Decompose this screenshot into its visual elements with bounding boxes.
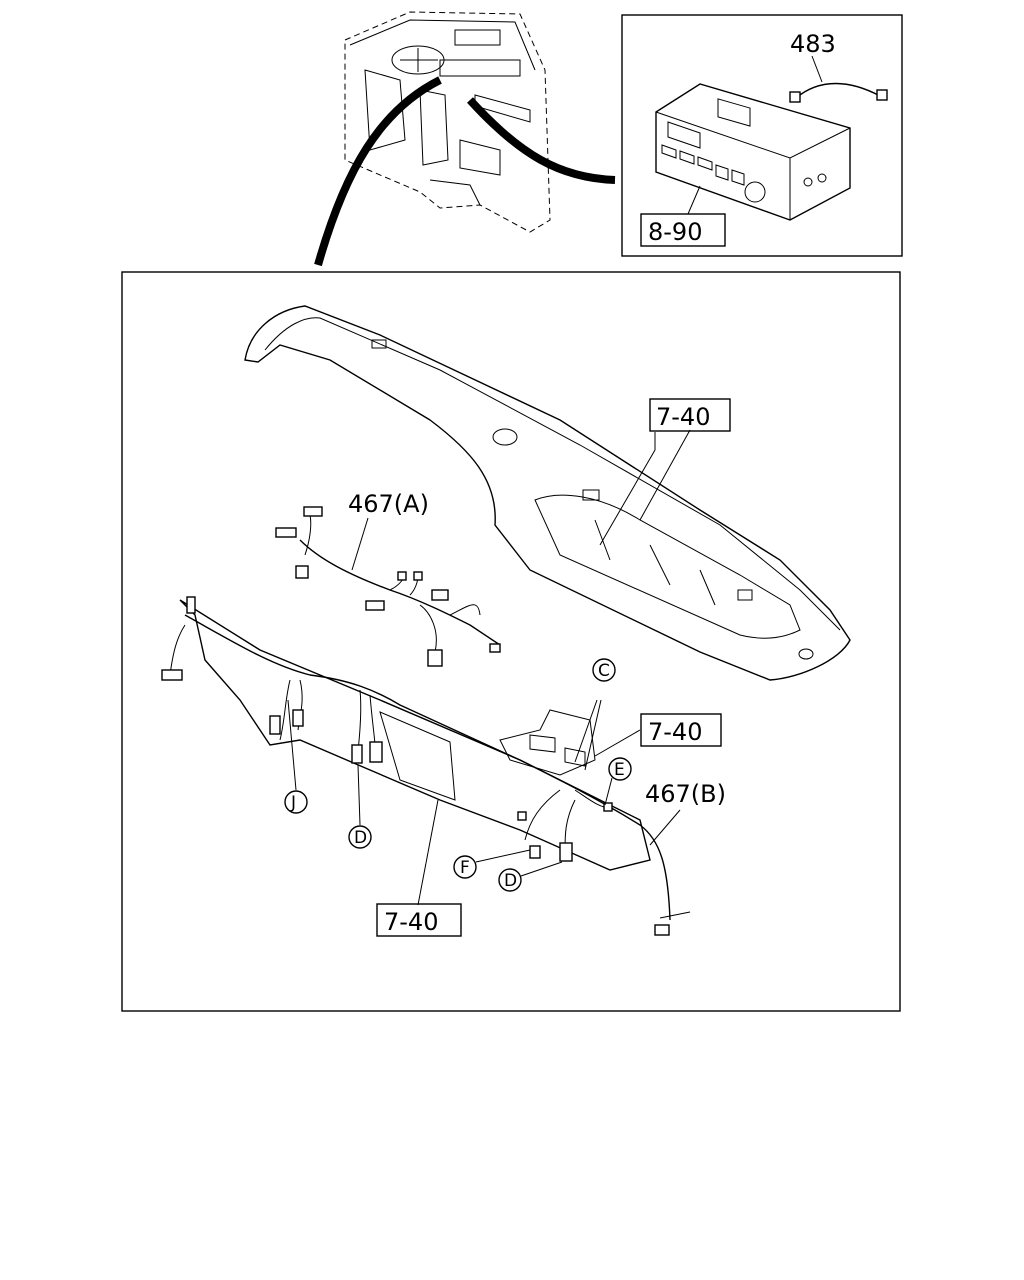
part-467a-label: 467(A) [348, 490, 429, 518]
ref-7-40-panel-label: 7-40 [384, 908, 438, 936]
marker-j: J [284, 699, 308, 814]
marker-j-label: J [290, 793, 296, 813]
ref-7-40-bracket-box [640, 713, 722, 747]
part-483-label: 483 [790, 30, 836, 58]
marker-f: F [453, 849, 531, 879]
ref-7-40-panel-box [376, 903, 462, 937]
marker-d-left: D [348, 764, 372, 849]
marker-f-label: F [460, 858, 470, 878]
ref-7-40-bracket-label: 7-40 [648, 718, 702, 746]
marker-c: C [592, 658, 616, 682]
marker-d-left-label: D [354, 828, 367, 848]
dashboard-panel [244, 305, 851, 681]
marker-c-label: C [598, 661, 610, 681]
cab-overview [314, 11, 616, 267]
detail-frame [121, 271, 901, 1012]
ref-7-40-dash-box [649, 398, 731, 432]
part-467b-label: 467(B) [645, 780, 726, 808]
marker-e: E [604, 757, 632, 806]
lower-structure [179, 596, 651, 871]
ref-7-40-dash-label: 7-40 [656, 403, 710, 431]
marker-e-label: E [614, 760, 625, 780]
marker-d-right-label: D [504, 871, 517, 891]
ref-8-90-label: 8-90 [648, 218, 702, 246]
marker-d-right: D [498, 861, 563, 892]
radio-inset: 483 8-90 [621, 14, 903, 257]
harness-467a: 467(A) [275, 490, 501, 667]
